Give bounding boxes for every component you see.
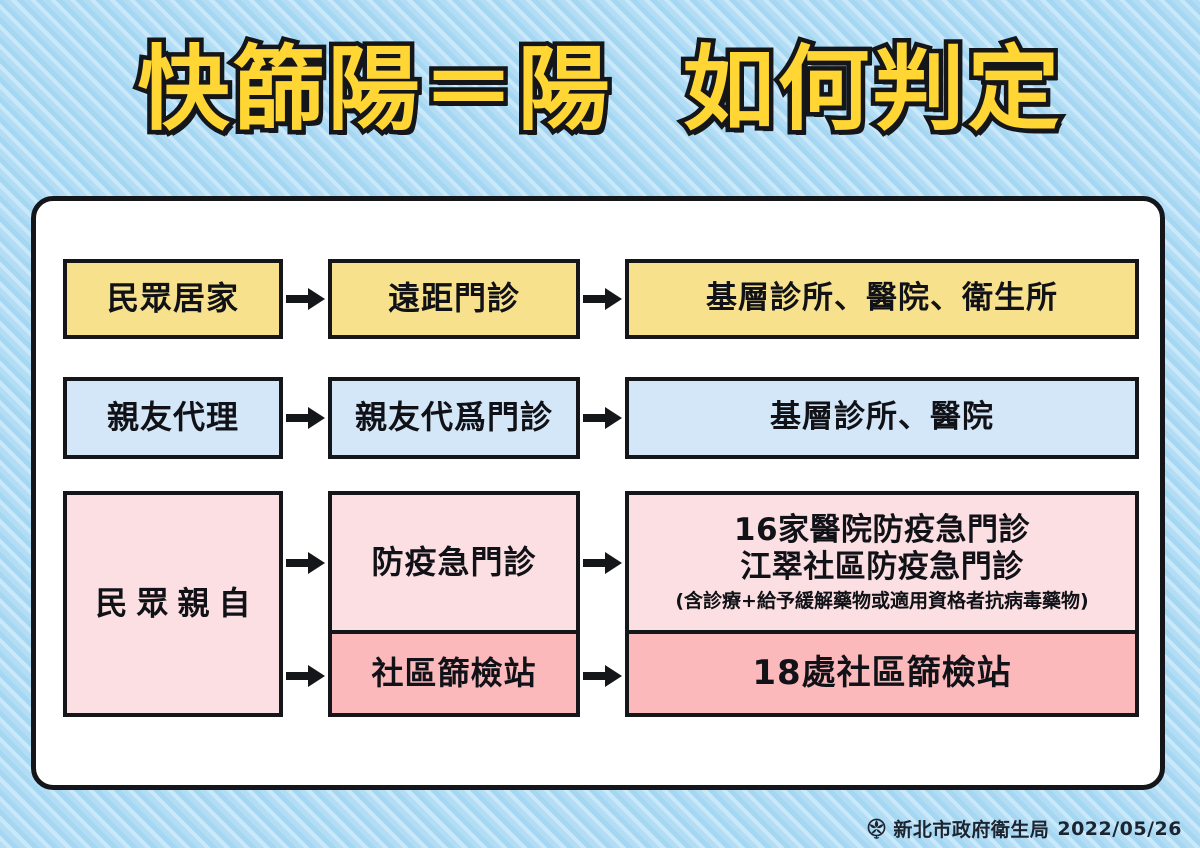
destinations-inperson: 16家醫院防疫急門診 江翠社區防疫急門診 (含診療+給予緩解藥物或適用資格者抗病…: [625, 491, 1139, 717]
box-destination-proxy: 基層診所、醫院: [625, 377, 1139, 459]
arrow-head: [605, 407, 622, 429]
methods-inperson: 防疫急門診 社區篩檢站: [328, 491, 580, 717]
flow-row-home: 民眾居家 遠距門診 基層診所、醫院、衛生所: [63, 259, 1139, 339]
box-method-community-station: 社區篩檢站: [328, 634, 580, 717]
arrow-head: [605, 552, 622, 574]
box-source-inperson: 民眾親自: [63, 491, 283, 717]
destination-line-1: 16家醫院防疫急門診: [733, 511, 1031, 548]
arrow-shaft: [583, 559, 611, 567]
box-destination-emergency-clinic: 16家醫院防疫急門診 江翠社區防疫急門診 (含診療+給予緩解藥物或適用資格者抗病…: [625, 491, 1139, 634]
arrow-head: [308, 288, 325, 310]
arrow-method-to-destination-home: [580, 259, 625, 339]
arrow-shaft: [583, 414, 611, 422]
box-method-emergency-clinic: 防疫急門診: [328, 491, 580, 634]
title-area: 快篩陽＝陽 如何判定: [0, 28, 1200, 158]
flow-row-proxy: 親友代理 親友代爲門診 基層診所、醫院: [63, 377, 1139, 459]
arrow-home-to-method: [283, 259, 328, 339]
arrow-head: [605, 288, 622, 310]
arrow-shaft: [583, 672, 611, 680]
flow-row-inperson: 民眾親自 防疫急門診 社區篩檢站: [63, 491, 1139, 717]
diagram-card: 民眾居家 遠距門診 基層診所、醫院、衛生所 親友代理: [31, 196, 1165, 790]
arrow-head: [308, 407, 325, 429]
arrow-shaft: [583, 295, 611, 303]
page-title: 快篩陽＝陽 如何判定: [133, 32, 1064, 148]
arrows-inperson-to-methods: [283, 491, 328, 717]
arrow-head: [605, 665, 622, 687]
box-method-proxy-visit: 親友代爲門診: [328, 377, 580, 459]
flower-emblem-icon: [867, 818, 886, 839]
arrow-shaft: [286, 559, 314, 567]
arrow-shaft: [286, 295, 314, 303]
arrow-head: [308, 665, 325, 687]
footer: 新北市政府衛生局 2022/05/26: [865, 815, 1182, 842]
arrow-proxy-to-method: [283, 377, 328, 459]
arrow-method-to-destination-proxy: [580, 377, 625, 459]
box-source-proxy: 親友代理: [63, 377, 283, 459]
box-method-telemedicine: 遠距門診: [328, 259, 580, 339]
destination-note: (含診療+給予緩解藥物或適用資格者抗病毒藥物): [675, 590, 1089, 613]
box-destination-community-station: 18處社區篩檢站: [625, 634, 1139, 717]
arrow-shaft: [286, 414, 314, 422]
arrows-methods-to-destinations: [580, 491, 625, 717]
flow-diagram: 民眾居家 遠距門診 基層診所、醫院、衛生所 親友代理: [63, 259, 1139, 717]
footer-agency: 新北市政府衛生局: [893, 819, 1050, 841]
destination-line-2: 江翠社區防疫急門診: [740, 549, 1024, 586]
footer-date: 2022/05/26: [1057, 817, 1182, 840]
arrow-head: [308, 552, 325, 574]
box-destination-home: 基層診所、醫院、衛生所: [625, 259, 1139, 339]
box-source-home: 民眾居家: [63, 259, 283, 339]
arrow-shaft: [286, 672, 314, 680]
